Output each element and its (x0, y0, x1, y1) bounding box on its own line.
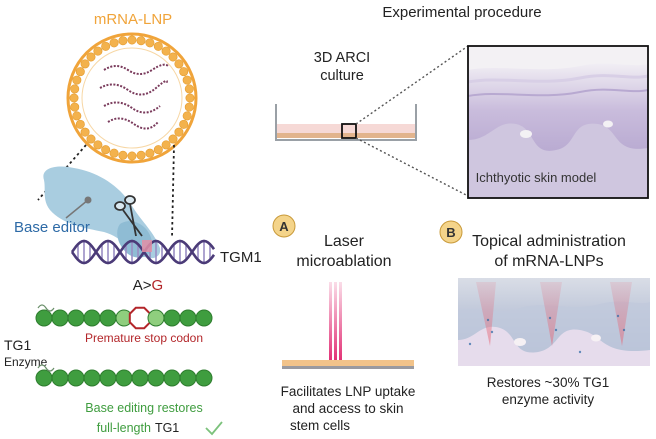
step-b-title-line1: Topical administration (472, 233, 626, 250)
stop-codon-label: Premature stop codon (85, 331, 203, 345)
procedure-title: Experimental procedure (382, 4, 541, 21)
truncated-enzyme-chain (35, 304, 213, 330)
restore-label-line1: Base editing restores (85, 401, 202, 415)
step-a-caption-line2: and access to skin (292, 401, 403, 416)
step-a-title-line2: microablation (296, 253, 391, 270)
mutation-label: A>G (133, 277, 163, 294)
scissors-icon (114, 195, 143, 237)
culture-zoom-line-top (355, 45, 469, 125)
step-b-caption-line2: enzyme activity (502, 392, 595, 407)
step-a-caption-line1: Facilitates LNP uptake (281, 384, 416, 399)
skin-model-label: Ichthyotic skin model (476, 170, 597, 185)
enzyme-label-line1: TG1 (4, 337, 31, 353)
culture-zoom-line-bottom (355, 137, 469, 197)
treated-skin-panel (458, 278, 650, 366)
base-editor-pointer-line (65, 199, 89, 219)
lnp-title: mRNA-LNP (94, 11, 172, 28)
step-b-badge-letter: B (446, 225, 455, 240)
laser-beams (329, 282, 342, 368)
step-b-badge (439, 220, 463, 244)
step-a-title-line1: Laser (324, 233, 365, 250)
full-length-enzyme-chain (35, 364, 213, 387)
enzyme-label-line2: Enzyme (4, 355, 48, 369)
lnp-particle (66, 32, 198, 164)
dna-helix (70, 239, 216, 265)
step-b-caption-line1: Restores ~30% TG1 (487, 375, 609, 390)
lnp-zoom-line-right (171, 144, 175, 239)
lnp-lipid-beads (69, 35, 195, 161)
mrna-strands (99, 63, 169, 130)
step-a-badge (272, 214, 296, 238)
step-b-title-line2: of mRNA-LNPs (494, 253, 603, 270)
culture-label-line2: culture (320, 68, 364, 84)
laser-sample-slide (282, 360, 414, 369)
check-mark-icon (205, 421, 223, 436)
step-a-badge-letter: A (279, 219, 289, 234)
step-a-caption-line3: stem cells (290, 418, 350, 433)
skin-model-panel (467, 45, 649, 199)
culture-dish (275, 104, 417, 141)
culture-label-line1: 3D ARCI (314, 50, 370, 66)
base-editor-label: Base editor (14, 219, 90, 236)
gene-label: TGM1 (220, 249, 262, 266)
